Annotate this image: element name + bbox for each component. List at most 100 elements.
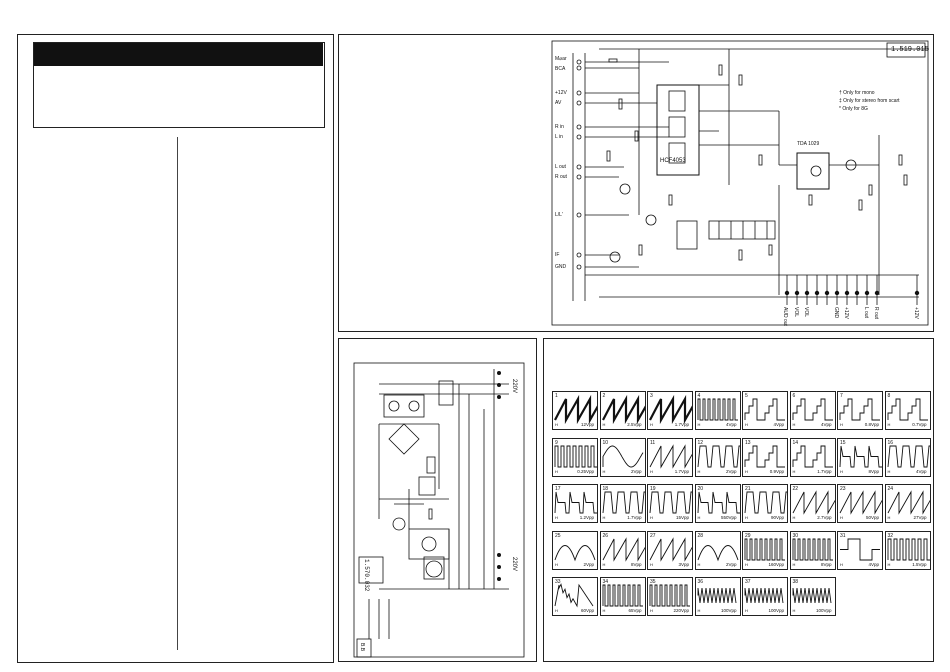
waveform-line xyxy=(744,398,785,421)
waveform-number: 5 xyxy=(745,393,748,399)
waveform-number: 38 xyxy=(792,579,799,585)
waveform-line xyxy=(792,490,835,515)
bottom-pin-label: +12V xyxy=(843,307,849,319)
waveform-amplitude: 0.25Vpp xyxy=(577,468,594,474)
waveform-number: 33 xyxy=(555,579,561,585)
waveform-timebase: H xyxy=(555,561,558,567)
waveform-trace xyxy=(602,491,645,514)
waveform-number: 28 xyxy=(697,532,704,539)
waveform-timebase: H xyxy=(792,561,796,567)
waveform-trace xyxy=(649,443,692,469)
input-label: +12V xyxy=(555,90,567,96)
note-2: ‡ Only for stereo from scart xyxy=(839,98,900,104)
waveform-number: 32 xyxy=(887,532,894,539)
waveform-timebase: H xyxy=(792,422,796,427)
power-supply-schematic xyxy=(353,362,525,658)
waveform-trace xyxy=(840,538,880,560)
bottom-pin-label: R out xyxy=(873,307,879,319)
column-divider xyxy=(177,137,178,650)
waveform-trace xyxy=(602,536,645,562)
waveform-number: 7 xyxy=(840,393,843,399)
waveform-number: 8 xyxy=(887,393,891,399)
input-label: BCA xyxy=(555,66,566,72)
waveform-line xyxy=(792,587,831,604)
waveform-amplitude: 27Vpp xyxy=(913,515,927,520)
power-supply-panel: 220V 220V 1.570.032 B.B xyxy=(338,338,537,662)
waveform-line xyxy=(744,491,787,514)
waveform-number: 18 xyxy=(602,486,609,492)
waveform-number: 20 xyxy=(697,486,704,492)
waveform-trace xyxy=(649,584,690,607)
waveform-line xyxy=(649,584,690,607)
note-1: † Only for mono xyxy=(839,90,875,96)
waveform-timebase: H xyxy=(650,561,653,567)
waveform-amplitude: 4Vpp xyxy=(773,422,784,427)
waveform-line xyxy=(792,538,833,560)
waveform-number: 11 xyxy=(650,439,656,446)
waveform-line xyxy=(792,398,833,421)
waveform-timebase: H xyxy=(602,561,606,567)
waveform-trace xyxy=(649,491,692,514)
waveform-amplitude: 90Vpp xyxy=(770,515,784,520)
input-label: L/L' xyxy=(555,212,563,218)
waveform-trace xyxy=(792,445,833,467)
waveform-trace xyxy=(554,583,594,608)
voltage-top-label: 220V xyxy=(511,379,517,394)
waveform-trace xyxy=(744,445,785,467)
waveform-trace xyxy=(601,394,645,425)
waveform-amplitude: 3Vpp xyxy=(678,561,689,567)
waveform-timebase: H xyxy=(840,422,843,427)
waveform-trace xyxy=(697,491,740,514)
waveform-trace xyxy=(744,538,785,560)
waveform-trace xyxy=(792,587,831,604)
waveform-line xyxy=(697,587,736,604)
waveform-line xyxy=(840,538,880,560)
waveform-line xyxy=(697,445,740,467)
waveform-timebase: H xyxy=(745,422,748,427)
waveform-amplitude: 12Vpp xyxy=(580,422,594,427)
waveform-number: 35 xyxy=(650,579,656,585)
waveform-amplitude: 550Vpp xyxy=(720,515,737,520)
waveform-timebase: H xyxy=(887,515,891,520)
waveform-timebase: H xyxy=(697,515,701,520)
waveform-amplitude: 2.5Vpp xyxy=(627,422,642,427)
waveform-line xyxy=(792,445,833,467)
input-label: L in xyxy=(555,134,563,140)
waveform-trace xyxy=(554,544,596,561)
waveform-timebase: H xyxy=(555,515,558,520)
waveform-number: 13 xyxy=(745,439,751,446)
waveform-trace xyxy=(554,491,597,514)
input-label: IF xyxy=(555,252,560,258)
waveform-amplitude: 15Vpp xyxy=(675,515,689,520)
waveform-amplitude: 2Vpp xyxy=(630,468,642,474)
waveform-amplitude: 0.9Vpp xyxy=(769,468,784,474)
waveform-trace xyxy=(554,445,597,467)
input-label: M⌀ar xyxy=(555,56,567,62)
waveform-line xyxy=(602,584,643,607)
waveform-timebase: H xyxy=(555,468,558,474)
waveform-line xyxy=(649,491,692,514)
waveform-amplitude: 2.7Vpp xyxy=(817,515,832,520)
waveform-line xyxy=(649,443,692,469)
